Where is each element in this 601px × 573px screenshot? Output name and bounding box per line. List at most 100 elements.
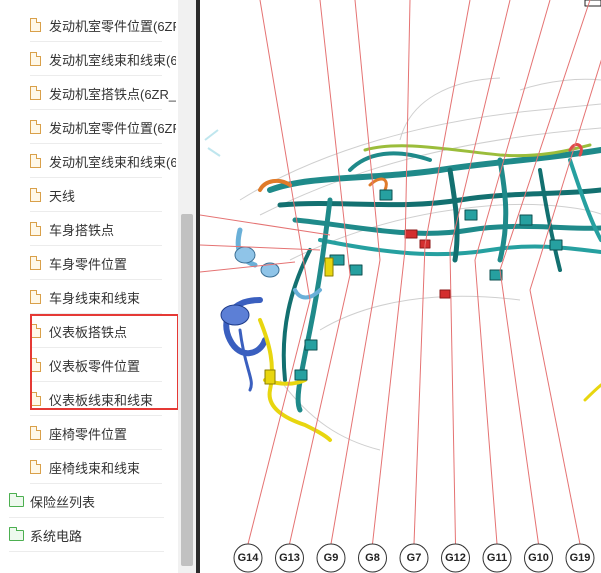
tree-folder-label: 系统电路 <box>30 528 83 544</box>
leader-line <box>529 289 581 545</box>
connector-circle <box>316 543 346 573</box>
connector-callout-g8: G8 <box>358 543 387 573</box>
folder-icon <box>9 492 24 507</box>
leader-line <box>289 274 351 545</box>
document-icon <box>30 392 41 406</box>
tree-item-engine-room-ground-points[interactable]: 发动机室搭铁点(6ZR_FE) <box>30 76 176 110</box>
connector-circle <box>565 543 595 573</box>
connector-callout-g13: G13 <box>275 543 304 573</box>
document-icon <box>30 18 41 32</box>
document-icon <box>30 86 41 100</box>
tree-folder-system-circuits[interactable]: 系统电路 <box>9 518 178 552</box>
connector-circle <box>482 543 512 573</box>
leader-line <box>354 0 381 261</box>
connector-label: G11 <box>487 552 507 564</box>
pane-splitter[interactable] <box>196 0 200 573</box>
connector-circle <box>441 543 470 573</box>
harness-drawing <box>220 0 601 442</box>
tree-item-seat-wire-harness[interactable]: 座椅线束和线束 <box>30 450 176 484</box>
tree-folder-fuse-list[interactable]: 保险丝列表 <box>9 484 178 518</box>
document-icon <box>30 426 41 440</box>
leader-line <box>499 0 591 271</box>
connector-callout-g14: G14 <box>233 543 263 573</box>
leader-lines <box>200 0 601 545</box>
connector-label: G13 <box>279 552 300 564</box>
leader-line <box>424 0 471 246</box>
wiring-diagram: G14 G13 G9 G8 G7 G12 G11 G10 G19 <box>200 0 601 573</box>
tree-item-engine-room-parts-location-2[interactable]: 发动机室零件位置(6ZR_ <box>30 110 176 144</box>
document-icon <box>30 324 41 338</box>
leader-line <box>372 249 406 545</box>
connector-circle <box>399 543 429 573</box>
document-icon <box>30 222 41 236</box>
connector-callout-g10: G10 <box>524 543 553 573</box>
diagram-viewer: G14 G13 G9 G8 G7 G12 G11 G10 G19 <box>200 0 601 573</box>
tree-item-engine-room-wire-harness-2[interactable]: 发动机室线束和线束(6ZR_ <box>30 144 176 178</box>
tree-item-antenna[interactable]: 天线 <box>30 178 176 212</box>
document-icon <box>30 120 41 134</box>
connector-callouts: G14 G13 G9 G8 G7 G12 G11 G10 G19 <box>233 543 595 573</box>
connector-callout-g9: G9 <box>316 543 346 573</box>
tree-item-instrument-panel-wire-harness[interactable]: 仪表板线束和线束 <box>30 382 176 416</box>
tree-item-engine-room-wire-harness-1[interactable]: 发动机室线束和线束(6ZR_ <box>30 42 176 76</box>
tree-item-instrument-panel-parts-location[interactable]: 仪表板零件位置 <box>30 348 176 382</box>
tree-item-label: 座椅线束和线束 <box>49 460 141 476</box>
scrollbar-thumb[interactable] <box>181 214 193 566</box>
connector-callout-g12: G12 <box>441 543 470 573</box>
document-icon <box>30 188 41 202</box>
leader-line <box>247 299 311 545</box>
connector-callout-g7: G7 <box>399 543 429 573</box>
leader-line <box>404 0 411 251</box>
leader-line <box>474 0 551 261</box>
connector-callout-g19: G19 <box>565 543 595 573</box>
tree-item-label: 发动机室线束和线束(6ZR_ <box>49 154 176 170</box>
tree-item-body-ground-points[interactable]: 车身搭铁点 <box>30 212 176 246</box>
sidebar-scrollbar[interactable] <box>178 0 196 573</box>
connector-circle <box>275 543 304 573</box>
leader-line <box>319 0 351 276</box>
leader-line <box>200 261 296 273</box>
leader-line <box>200 244 321 251</box>
tree-item-engine-room-parts-location-1[interactable]: 发动机室零件位置(6ZR_ <box>30 8 176 42</box>
folder-icon <box>9 526 24 541</box>
watermark <box>204 129 221 157</box>
leader-line <box>259 0 311 301</box>
tree-item-seat-parts-location[interactable]: 座椅零件位置 <box>30 416 176 450</box>
document-icon <box>30 154 41 168</box>
tree-item-label: 发动机室零件位置(6ZR_ <box>49 18 176 34</box>
tree-item-label: 发动机室零件位置(6ZR_ <box>49 120 176 136</box>
document-icon <box>30 358 41 372</box>
tree-item-label: 天线 <box>49 188 76 204</box>
leader-line <box>449 0 511 251</box>
tree-item-label: 座椅零件位置 <box>49 426 128 442</box>
connector-circle <box>524 543 553 573</box>
connector-circle <box>358 543 387 573</box>
tree-item-label: 仪表板搭铁点 <box>49 324 128 340</box>
connector-label: G10 <box>528 552 549 564</box>
tree-item-label: 车身零件位置 <box>49 256 128 272</box>
connector-label: G7 <box>407 552 422 564</box>
document-tree-sidebar: 发动机室零件位置(6ZR_ 发动机室线束和线束(6ZR_ 发动机室搭铁点(6ZR… <box>0 0 178 573</box>
leader-line <box>474 259 498 545</box>
connector-label: G14 <box>238 552 260 564</box>
leader-line <box>330 259 381 545</box>
tree-item-body-parts-location[interactable]: 车身零件位置 <box>30 246 176 280</box>
tree-folder-label: 保险丝列表 <box>30 494 96 510</box>
document-icon <box>30 290 41 304</box>
leader-line <box>529 59 601 291</box>
tree-item-label: 车身线束和线束 <box>49 290 141 306</box>
connector-label: G19 <box>570 552 591 564</box>
tree-item-label: 发动机室线束和线束(6ZR_ <box>49 52 176 68</box>
tree-item-label: 车身搭铁点 <box>49 222 115 238</box>
document-icon <box>30 52 41 66</box>
document-icon <box>30 460 41 474</box>
connector-label: G9 <box>324 552 339 564</box>
tree-item-body-wire-harness[interactable]: 车身线束和线束 <box>30 280 176 314</box>
tree-item-label: 仪表板线束和线束 <box>49 392 154 408</box>
connector-circle <box>233 543 263 573</box>
tree-item-instrument-panel-ground-points[interactable]: 仪表板搭铁点 <box>30 314 176 348</box>
tree-item-label: 仪表板零件位置 <box>49 358 141 374</box>
leader-line <box>413 244 426 545</box>
leader-line <box>499 269 539 545</box>
connector-callout-g11: G11 <box>482 543 512 573</box>
